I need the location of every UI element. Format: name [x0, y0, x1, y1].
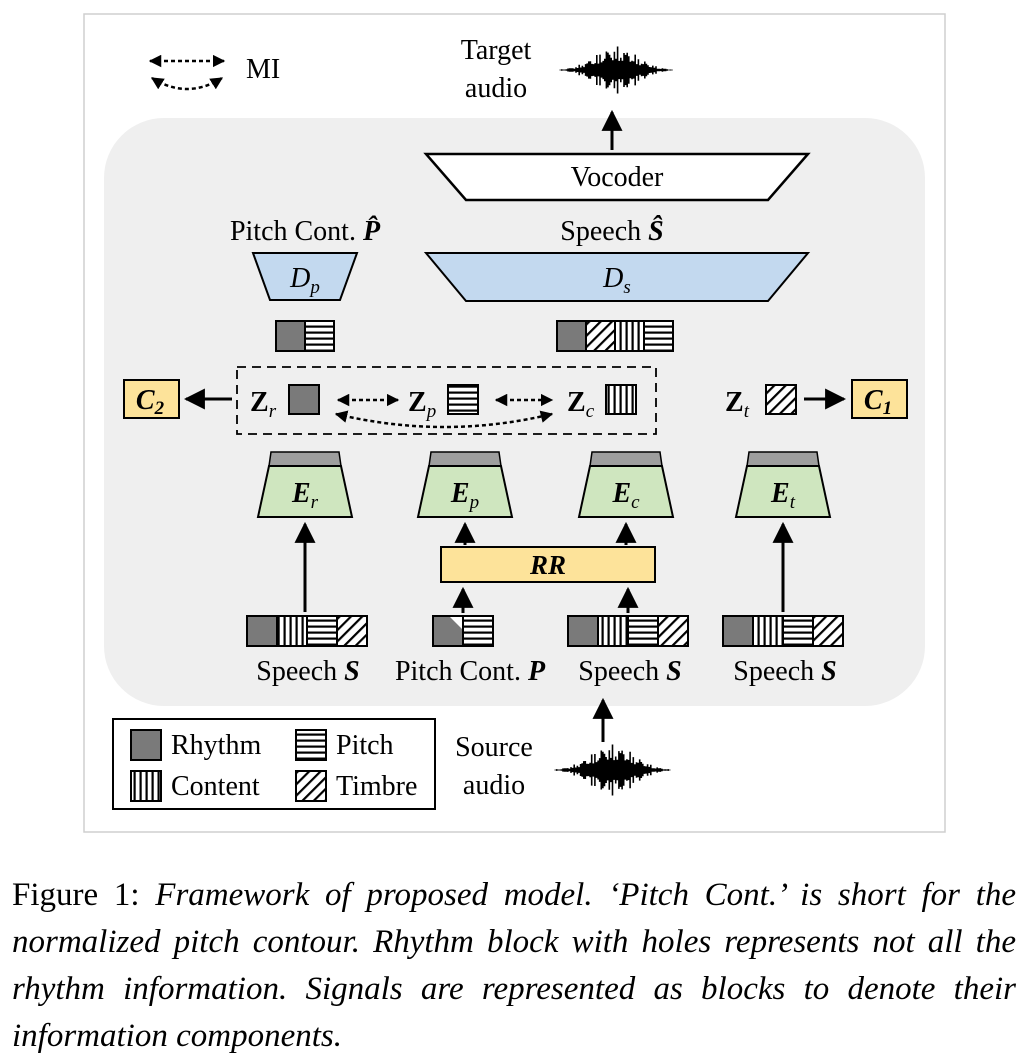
speech-decoder-input-blocks: [556, 320, 674, 352]
classifier-c1-label: C1: [864, 385, 892, 419]
legend-content-label: Content: [171, 771, 260, 802]
block-legend: Rhythm Pitch Content Timbre: [112, 718, 436, 810]
zr-rhythm-block: [288, 384, 320, 415]
legend-timbre-swatch: [295, 770, 327, 802]
classifier-c2-label: C2: [136, 385, 165, 419]
rr-label: RR: [529, 550, 566, 580]
content-encoder: Ec: [577, 451, 675, 518]
speech-input-label-1: Speech S: [256, 656, 359, 687]
pitch-encoder-label: Ep: [450, 478, 479, 513]
legend-timbre-label: Timbre: [336, 771, 417, 802]
speech-input-blocks-1: [246, 615, 368, 647]
speech-input-blocks-2: [567, 615, 689, 647]
vocoder-block: [423, 152, 811, 202]
legend-rhythm-swatch: [130, 729, 162, 761]
mi-arrow-r-c: [334, 410, 554, 429]
classifier-c2: [123, 379, 180, 419]
speech-input-blocks-3: [722, 615, 844, 647]
vocoder-label: Vocoder: [571, 162, 664, 193]
timbre-encoder-label: Et: [770, 478, 796, 513]
pitch-output-label: Pitch Cont. P̂: [230, 215, 381, 247]
caption-body: Framework of proposed model. ‘Pitch Cont…: [12, 877, 1017, 1054]
speech-output-label: Speech Ŝ: [560, 216, 663, 247]
pitch-decoder-label: Dp: [289, 263, 320, 298]
pitch-block: [643, 320, 674, 352]
content-encoder-label: Ec: [611, 478, 640, 513]
source-audio-label-line2: audio: [463, 770, 525, 801]
legend-pitch-label: Pitch: [336, 730, 394, 761]
zc-content-block: [605, 384, 637, 415]
speech-input-label-3: Speech S: [733, 656, 836, 687]
rhythm-block: [556, 320, 587, 352]
pitch-encoder: Ep: [416, 451, 514, 518]
pitch-input-label: Pitch Cont. P: [395, 656, 546, 687]
rhythm-block: [275, 320, 306, 352]
pitch-block: [304, 320, 335, 352]
mi-legend: MI: [148, 54, 280, 91]
content-block: [614, 320, 645, 352]
random-resampling-block: [440, 546, 656, 583]
timbre-block: [585, 320, 616, 352]
classifier-c1: [851, 379, 908, 419]
speech-input-label-2: Speech S: [578, 656, 681, 687]
zr-label: Zr: [250, 387, 277, 422]
caption-label: Figure 1:: [12, 877, 156, 913]
pitch-decoder-input-blocks: [275, 320, 335, 352]
mi-label: MI: [246, 54, 280, 85]
zc-label: Zc: [567, 387, 595, 422]
zt-label: Zt: [725, 387, 750, 422]
zp-pitch-block: [447, 384, 479, 415]
legend-pitch-swatch: [295, 729, 327, 761]
source-audio-label-line1: Source: [455, 732, 533, 763]
source-waveform-icon: [554, 744, 671, 796]
target-audio-label-line1: Target: [461, 35, 532, 66]
latent-group-box: [236, 366, 657, 435]
speech-decoder-block: [423, 252, 811, 302]
rhythm-encoder: Er: [256, 451, 354, 518]
figure-caption: Figure 1: Framework of proposed model. ‘…: [12, 872, 1016, 1060]
target-waveform-icon: [559, 46, 673, 94]
pitch-contour-input-blocks: [432, 615, 494, 647]
target-audio-label-line2: audio: [465, 73, 527, 104]
legend-rhythm-label: Rhythm: [171, 730, 261, 761]
zt-timbre-block: [765, 384, 797, 415]
pitch-decoder-block: [251, 252, 359, 301]
rhythm-encoder-label: Er: [291, 478, 319, 513]
speech-decoder-label: Ds: [602, 263, 631, 298]
framework-figure: MI Target audio Vocoder Pitch Cont. P̂ S…: [83, 13, 946, 833]
legend-content-swatch: [130, 770, 162, 802]
timbre-encoder: Et: [734, 451, 832, 518]
